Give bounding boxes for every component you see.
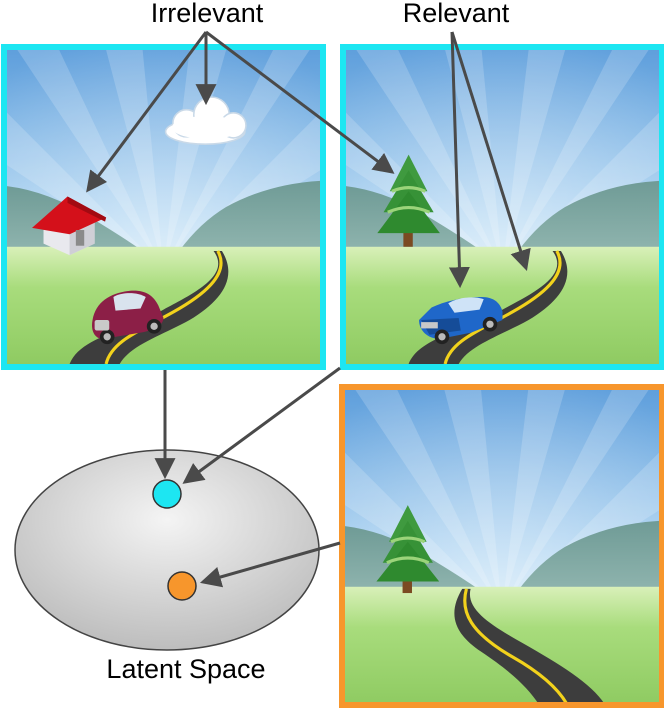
arrow-irrelevant-to-tree [205, 30, 395, 174]
house-icon [32, 196, 107, 256]
scene-3 [339, 384, 664, 708]
latent-space-label: Latent Space [106, 654, 265, 684]
cloud-icon [164, 96, 247, 145]
scene-2 [340, 44, 664, 370]
cyan-point [152, 479, 182, 509]
car-red-icon [92, 290, 164, 345]
scene-2-frame [340, 44, 664, 370]
tree-icon [376, 505, 440, 594]
scene-1-frame [1, 44, 326, 370]
scene-1 [1, 44, 326, 370]
orange-point [167, 571, 197, 601]
arrow-relevant-to-road [450, 31, 531, 272]
arrow-relevant-to-car [448, 31, 470, 289]
arrows [86, 30, 531, 588]
scene-3-image [345, 390, 659, 704]
scene-1-image [7, 50, 320, 364]
arrow-irrelevant-to-house [86, 31, 208, 193]
tree-icon [377, 154, 440, 247]
scene-3-frame [339, 384, 664, 708]
arrow-scene3-to-latent [199, 541, 341, 588]
arrow-scene2-to-latent [182, 366, 341, 484]
car-blue-icon [419, 297, 503, 345]
irrelevant-label: Irrelevant [151, 0, 264, 28]
relevant-label: Relevant [403, 0, 510, 28]
scene-2-image [346, 50, 659, 364]
